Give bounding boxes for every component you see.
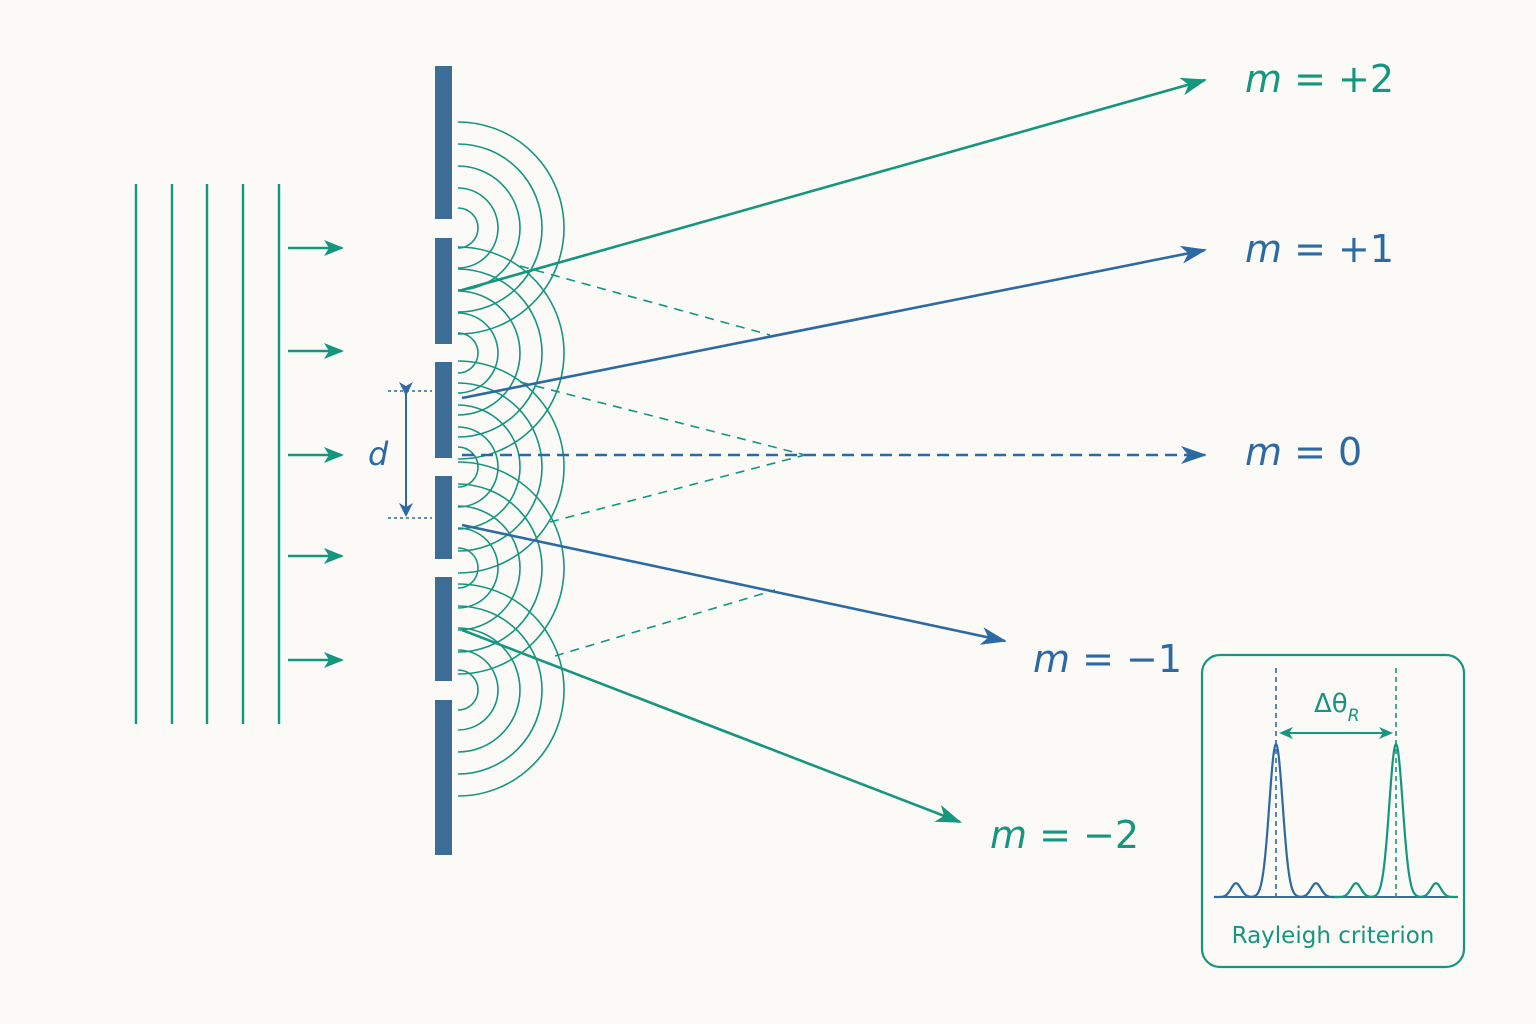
wavelet-arc (457, 332, 479, 374)
wavelet-arc (457, 527, 499, 609)
grating-bar (435, 700, 452, 855)
wavelet-arc (457, 605, 543, 775)
wavelet-arc (457, 165, 521, 291)
separation-label: ΔθR (1314, 689, 1360, 726)
order-label-plus-2: m = +2 (1245, 57, 1394, 101)
order-label-minus-2: m = −2 (990, 813, 1139, 857)
order-label-plus-1: m = +1 (1245, 227, 1394, 271)
wavelet-arc (457, 246, 565, 460)
wavelet-arc (457, 505, 521, 631)
wavelet-arc (457, 461, 565, 675)
grating-bar (435, 577, 452, 681)
grating-bar (435, 362, 452, 458)
grating-bar (435, 238, 452, 344)
wavelet-arc (457, 426, 499, 508)
construction-line (519, 265, 771, 336)
wavelet-arc (457, 483, 543, 653)
construction-line (549, 454, 806, 523)
order-label-minus-1: m = −1 (1033, 637, 1182, 681)
order-label-zero: m = 0 (1245, 430, 1362, 474)
wavelet-arc (457, 547, 479, 589)
wavelet-arc (457, 312, 499, 394)
spacing-label: d (368, 435, 389, 473)
wavelet-arc (457, 187, 499, 269)
spacing-indicator (388, 382, 432, 519)
wavelet-arc (457, 268, 543, 438)
order-labels: m = +2 m = +1 m = 0 m = −1 m = −2 (990, 57, 1394, 857)
grating-bar (435, 66, 452, 219)
rayleigh-inset: ΔθR Rayleigh criterion (1200, 653, 1466, 969)
wavelet-arc (457, 446, 479, 488)
incident-wavefronts (134, 184, 281, 724)
diffraction-orders (461, 77, 1207, 824)
intensity-peak-blue (1214, 741, 1338, 899)
construction-lines (519, 265, 806, 657)
intensity-peak-green (1334, 741, 1458, 899)
wavelet-arc (457, 360, 565, 574)
construction-line (519, 381, 806, 456)
grating-bar (435, 476, 452, 559)
inset-caption: Rayleigh criterion (1232, 923, 1435, 949)
order-ray-minus-2 (461, 628, 962, 824)
wavelet-arc (457, 669, 479, 711)
inset-frame (1200, 653, 1466, 969)
wavelet-arc (457, 649, 499, 731)
huygens-wavelets (457, 121, 565, 797)
order-ray-plus-2 (461, 77, 1207, 292)
wavelet-arc (457, 627, 521, 753)
wavelet-arc (457, 290, 521, 416)
construction-line (554, 589, 776, 657)
wavelet-arc (457, 207, 479, 249)
incident-arrows (288, 240, 344, 668)
wavelet-arc (457, 583, 565, 797)
diffraction-grating (435, 66, 452, 855)
order-ray-plus-1 (461, 245, 1207, 400)
order-ray-minus-1 (461, 523, 1007, 645)
wavelet-arc (457, 121, 565, 335)
wavelet-arc (457, 404, 521, 530)
